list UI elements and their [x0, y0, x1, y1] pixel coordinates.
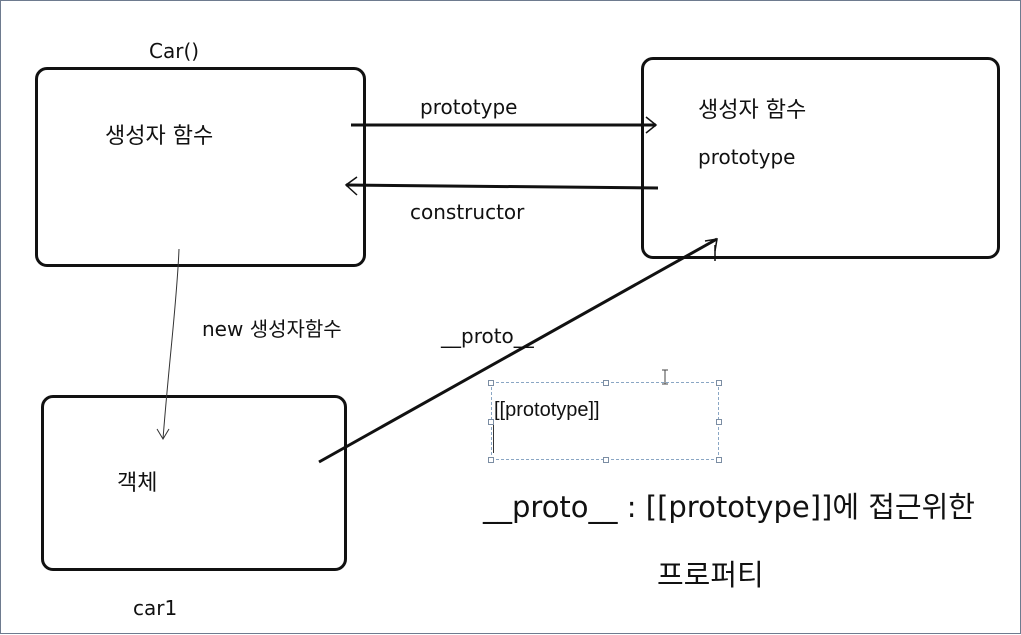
new-arrow-label: new 생성자함수 [202, 317, 342, 341]
proto-arrow [318, 237, 718, 464]
constructor-arrow-label: constructor [410, 200, 525, 224]
new-arrowhead [156, 428, 170, 440]
prototype-object-box[interactable] [641, 57, 1000, 259]
text-frame-content[interactable]: [[prototype]] [494, 399, 600, 421]
text-ibeam-cursor-icon [662, 369, 668, 385]
proto-arrow-label: __proto__ [441, 324, 534, 348]
prototype-arrow-label: prototype [420, 95, 518, 119]
resize-handle-bottom-left[interactable] [488, 457, 494, 463]
resize-handle-right[interactable] [716, 419, 722, 425]
resize-handle-top-left[interactable] [488, 380, 494, 386]
object-instance-box[interactable] [41, 395, 347, 571]
text-frame[interactable]: [[prototype]] [491, 382, 719, 460]
resize-handle-bottom[interactable] [603, 457, 609, 463]
prototype-box-title: 생성자 함수 [698, 98, 807, 123]
note-line-2: 프로퍼티 [657, 558, 764, 592]
resize-handle-top[interactable] [603, 380, 609, 386]
constructor-arrowhead [344, 176, 358, 196]
object-box-label: 객체 [117, 471, 158, 496]
resize-handle-bottom-right[interactable] [716, 457, 722, 463]
constructor-arrow [345, 183, 659, 190]
constructor-function-box[interactable] [35, 67, 366, 267]
text-cursor [493, 425, 494, 453]
prototype-arrowhead [645, 116, 658, 134]
note-line-1: __proto__ : [[prototype]]에 접근위한 [483, 490, 975, 524]
object-caption: car1 [133, 596, 178, 620]
resize-handle-left[interactable] [488, 419, 494, 425]
constructor-box-label: 생성자 함수 [105, 124, 214, 149]
new-arrow [162, 248, 180, 440]
prototype-box-subtitle: prototype [698, 145, 796, 169]
constructor-caption: Car() [149, 39, 200, 63]
resize-handle-top-right[interactable] [716, 380, 722, 386]
